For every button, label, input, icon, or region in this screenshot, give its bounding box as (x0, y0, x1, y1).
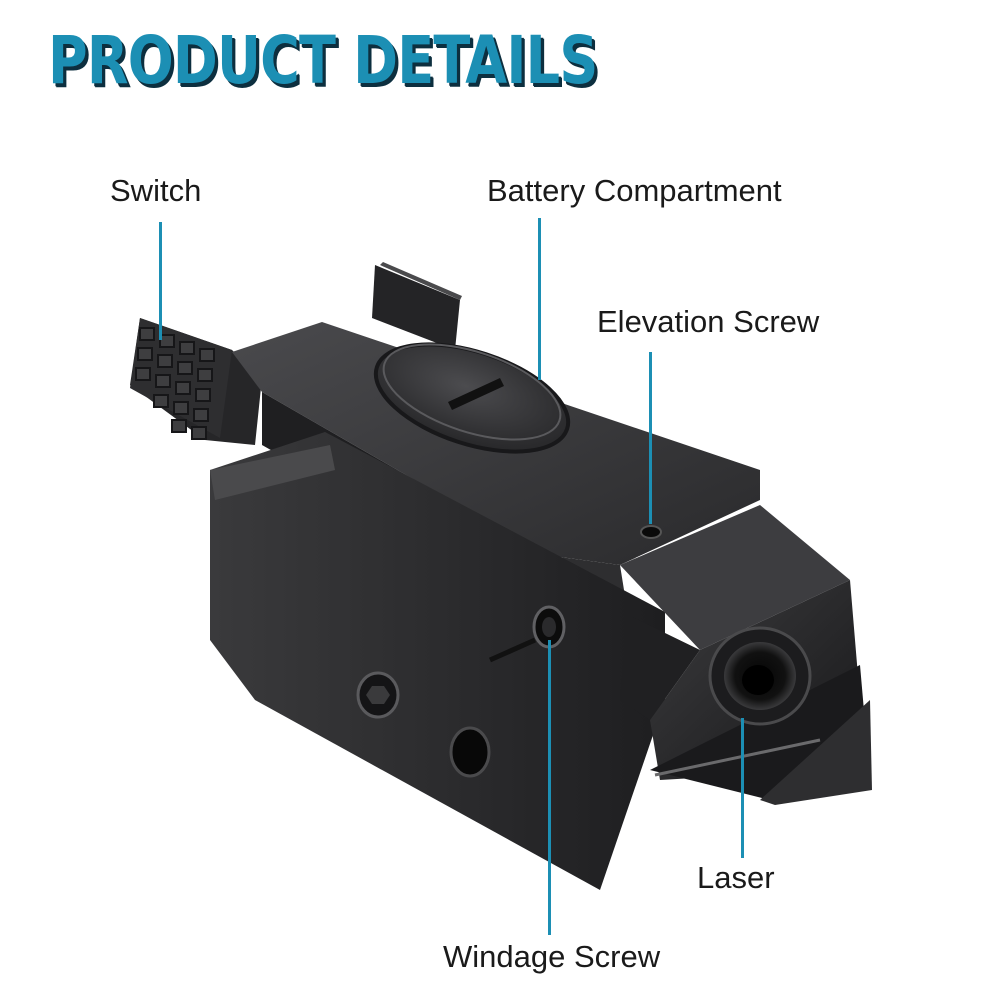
lower-hole (449, 726, 491, 778)
rail-mount-left-face (210, 432, 665, 890)
windage-screw-label: Windage Screw (443, 939, 661, 974)
laser-label: Laser (697, 860, 775, 895)
windage-leader-line (548, 640, 551, 935)
battery-compartment-label: Battery Compartment (487, 173, 782, 208)
switch-label: Switch (110, 173, 202, 208)
elevation-leader-line (649, 352, 652, 524)
laser-leader-line (741, 718, 744, 858)
elevation-screw-label: Elevation Screw (597, 304, 820, 339)
elevation-screw-hole (640, 525, 662, 539)
switch-lever (130, 318, 262, 445)
switch-leader-line (159, 222, 162, 340)
front-block-top (620, 505, 850, 650)
rear-rail-tab (372, 265, 460, 350)
page-title: PRODUCT DETAILS (48, 22, 598, 99)
battery-leader-line (538, 218, 541, 380)
